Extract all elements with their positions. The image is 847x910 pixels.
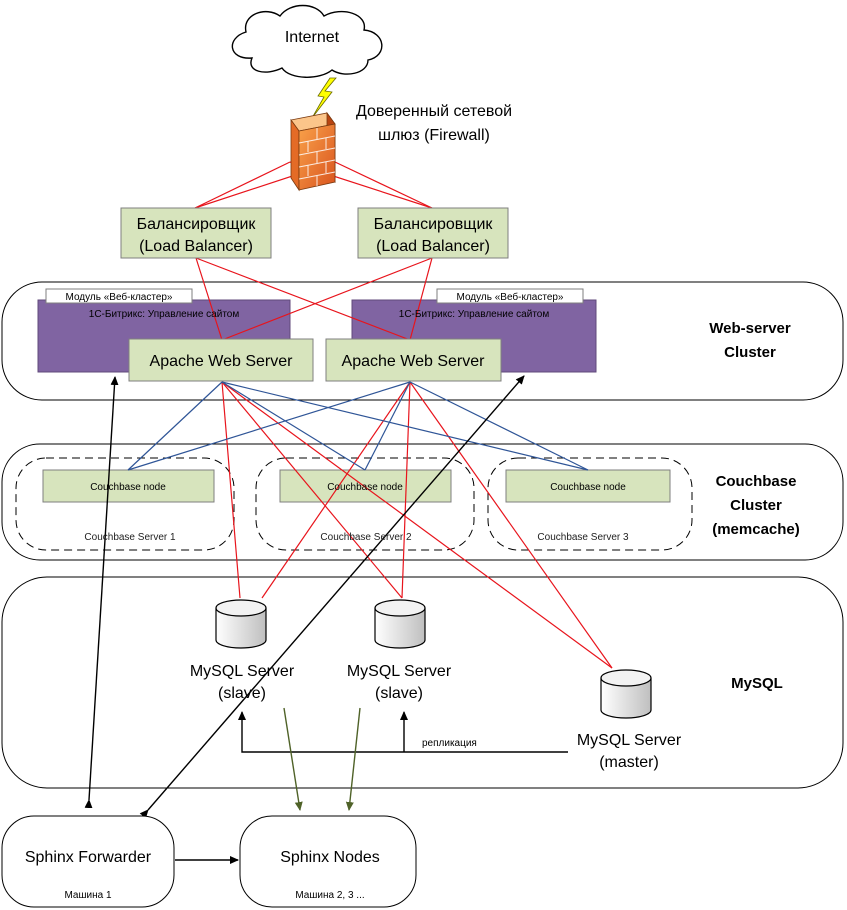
couchbase-title-line1: Couchbase	[716, 473, 797, 490]
apache-server-2-label: Apache Web Server	[342, 353, 486, 370]
module-tag-1-label: Модуль «Веб-кластер»	[66, 291, 173, 303]
web-cluster-title-line1: Web-server	[709, 320, 791, 337]
mysql-slave-2-line2: (slave)	[375, 685, 423, 702]
mysql-master-line2: (master)	[599, 754, 659, 771]
sphinx-forwarder-machine: Машина 1	[64, 890, 111, 901]
couchbase-title-line3: (memcache)	[712, 521, 800, 538]
search-links	[84, 375, 525, 864]
firewall-icon	[290, 111, 336, 192]
load-balancer-1-line1: Балансировщик	[137, 216, 257, 233]
couchbase-node-3-label: Couchbase node	[550, 482, 626, 493]
mysql-slave-1-line1: MySQL Server	[190, 663, 295, 680]
internet-label: Internet	[285, 29, 340, 46]
load-balancer-1-line2: (Load Balancer)	[139, 238, 253, 255]
mysql-title: MySQL	[731, 675, 783, 692]
apache-server-1-label: Apache Web Server	[150, 353, 294, 370]
module-tag-2-label: Модуль «Веб-кластер»	[457, 291, 564, 303]
firewall-label-line1: Доверенный сетевой	[356, 103, 512, 120]
firewall-label-line2: шлюз (Firewall)	[378, 127, 490, 144]
sphinx-nodes-box	[239, 815, 417, 908]
bitrix-2-label: 1С-Битрикс: Управление сайтом	[399, 309, 550, 320]
mysql-master-line1: MySQL Server	[577, 732, 682, 749]
couchbase-title-line2: Cluster	[730, 497, 782, 514]
couchbase-node-2-label: Couchbase node	[327, 482, 403, 493]
couchbase-node-1-label: Couchbase node	[90, 482, 166, 493]
load-balancer-1	[120, 207, 272, 259]
mysql-slave-1-line2: (slave)	[218, 685, 266, 702]
couchbase-server-1-label: Couchbase Server 1	[84, 532, 176, 543]
sphinx-nodes-machine: Машина 2, 3 ...	[295, 890, 364, 901]
module-tag-1	[45, 288, 193, 304]
database-icon-slave-2	[374, 599, 426, 649]
apache-server-2	[325, 338, 502, 382]
bitrix-1-label: 1С-Битрикс: Управление сайтом	[89, 309, 240, 320]
load-balancer-2-line1: Балансировщик	[374, 216, 494, 233]
database-icon-slave-1	[215, 599, 267, 649]
replication-links	[238, 711, 568, 753]
index-links	[283, 707, 361, 811]
mysql-slave-2-line1: MySQL Server	[347, 663, 452, 680]
lightning-icon	[311, 77, 337, 119]
internet-cloud-icon	[231, 4, 383, 78]
sphinx-nodes-title: Sphinx Nodes	[280, 849, 380, 866]
couchbase-server-2-label: Couchbase Server 2	[320, 532, 412, 543]
apache-server-1	[128, 338, 314, 382]
module-tag-2	[436, 288, 584, 304]
couchbase-server-3-box	[487, 457, 693, 551]
load-balancer-2	[357, 207, 509, 259]
couchbase-server-3-label: Couchbase Server 3	[537, 532, 629, 543]
sphinx-forwarder-title: Sphinx Forwarder	[25, 849, 152, 866]
load-balancer-2-line2: (Load Balancer)	[376, 238, 490, 255]
sphinx-forwarder-box	[1, 815, 175, 908]
database-icon-master	[600, 669, 652, 719]
web-cluster-title-line2: Cluster	[724, 344, 776, 361]
replication-label: репликация	[422, 738, 477, 749]
